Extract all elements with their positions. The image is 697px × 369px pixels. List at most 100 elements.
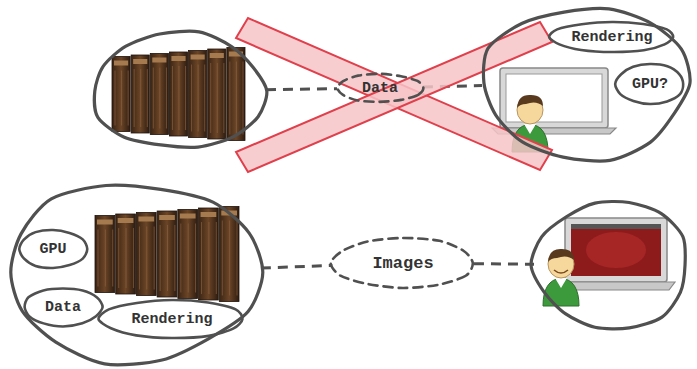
bubble-label: Images — [372, 254, 433, 273]
bubble-label: GPU — [39, 241, 66, 258]
rack-vent — [147, 69, 148, 127]
server-racks — [95, 48, 245, 302]
rack-vent — [208, 222, 209, 294]
rack-vent — [134, 69, 135, 127]
dashed-link — [474, 262, 534, 266]
rack-vent — [154, 227, 155, 290]
rack-vent — [204, 65, 205, 132]
rack-vent — [180, 224, 181, 293]
rack-vent — [201, 222, 202, 294]
rack-cabinet — [169, 52, 187, 136]
laptop-top — [492, 68, 616, 134]
rack-vent — [115, 71, 116, 126]
rack-vent — [118, 228, 119, 288]
rack-top — [171, 56, 185, 61]
bubble-label: Rendering — [131, 311, 212, 328]
rack-vent — [126, 228, 127, 288]
rack-vent — [172, 66, 173, 130]
rack-vent — [112, 230, 113, 287]
rack-vent — [191, 65, 192, 132]
rack-vent — [217, 63, 218, 133]
text-bubble: Rendering — [98, 298, 246, 340]
rack-cabinet — [112, 57, 130, 132]
system-region — [90, 30, 268, 152]
outline-stroke — [531, 202, 685, 329]
rack-vent — [133, 228, 134, 288]
text-bubble: Rendering — [548, 20, 676, 54]
rack-vent — [146, 227, 147, 290]
rack-vent — [216, 222, 217, 294]
outline-stroke — [337, 74, 423, 102]
rack-top — [133, 59, 147, 64]
rack-vent — [229, 62, 230, 135]
rack-top — [97, 220, 113, 225]
rack-vent — [243, 62, 244, 135]
rack-top — [138, 217, 154, 222]
outline-stroke — [25, 288, 103, 326]
dashed-link — [261, 265, 333, 268]
rack-vent — [121, 71, 122, 126]
rack-cabinet — [95, 216, 115, 293]
bubble-label: Data — [45, 299, 81, 316]
rack-vent — [237, 221, 238, 296]
cross-bar — [236, 22, 552, 172]
rack-vent — [140, 69, 141, 127]
outline-stroke — [331, 238, 473, 288]
bubble-label: GPU? — [632, 76, 668, 93]
system-region — [532, 198, 692, 332]
rack-vent — [160, 225, 161, 291]
laptop-bottom — [557, 218, 675, 290]
rack-cabinet — [189, 51, 207, 138]
rack-cabinet — [136, 213, 156, 296]
rack-vent — [195, 224, 196, 293]
system-region: GPU DataRendering — [5, 180, 263, 365]
rack-vent — [185, 66, 186, 130]
rack-vent — [179, 66, 180, 130]
rack-top — [114, 61, 128, 66]
text-bubble: Data — [22, 286, 104, 328]
rack-top — [201, 212, 217, 217]
rack-cabinet — [131, 55, 149, 133]
outline-stroke — [98, 300, 242, 338]
rack-cabinet — [208, 49, 226, 139]
text-bubble: GPU? — [614, 62, 686, 106]
rack-vent — [128, 71, 129, 126]
rack-cabinet — [150, 54, 168, 135]
rack-vent — [188, 224, 189, 293]
rack-vent — [167, 225, 168, 291]
text-bubble: Images — [330, 236, 476, 290]
text-bubble: Data — [335, 72, 425, 104]
region-outline — [532, 198, 692, 332]
region-outline — [5, 180, 263, 365]
rack-vent — [229, 221, 230, 296]
bubble-label: Data — [362, 80, 398, 97]
rack-cabinet — [116, 214, 136, 294]
rack-cabinet — [157, 211, 177, 297]
dashed-link — [266, 89, 337, 90]
rack-vent — [166, 68, 167, 129]
rack-vent — [153, 68, 154, 129]
rack-top — [210, 53, 224, 58]
rack-cabinet — [178, 210, 198, 299]
outline-stroke — [11, 185, 263, 365]
text-bubble: GPU — [17, 228, 89, 270]
outline-stroke — [94, 31, 266, 147]
rack-vent — [222, 221, 223, 296]
region-outline — [90, 30, 268, 152]
outline-stroke — [615, 64, 683, 104]
bubble-label: Rendering — [571, 29, 652, 46]
rack-top — [159, 215, 175, 220]
rack-top — [152, 58, 166, 63]
rack-top — [180, 214, 196, 219]
rack-cabinet — [199, 208, 219, 300]
rack-vent — [210, 63, 211, 133]
rack-vent — [236, 62, 237, 135]
rack-vent — [223, 63, 224, 133]
outline-stroke — [549, 22, 673, 52]
outline-stroke — [483, 8, 690, 161]
system-region: RenderingGPU? — [480, 4, 692, 162]
rack-vent — [174, 225, 175, 291]
rack-top — [191, 55, 205, 60]
rack-cabinet — [227, 48, 245, 141]
rack-vent — [198, 65, 199, 132]
